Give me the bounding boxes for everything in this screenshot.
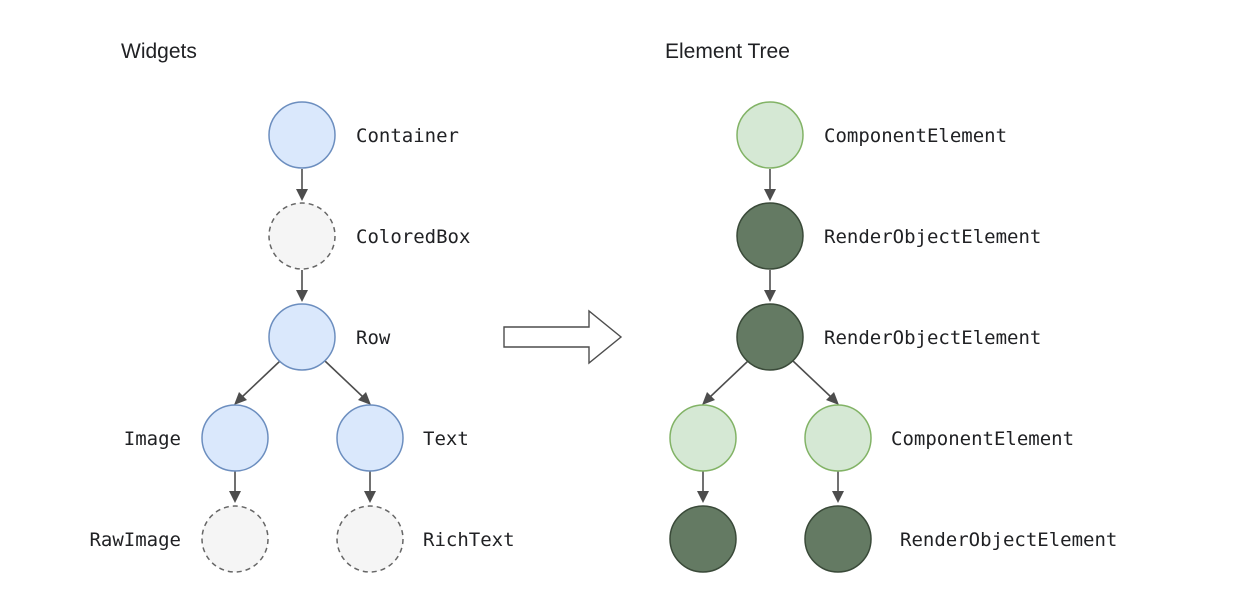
node-render-object-element-4 <box>804 505 872 573</box>
label-render-object-element-2: RenderObjectElement <box>824 327 1041 349</box>
node-component-element-2 <box>669 404 737 472</box>
label-richtext: RichText <box>423 529 515 551</box>
node-component-element-1 <box>736 101 804 169</box>
node-richtext <box>336 505 404 573</box>
arrowhead <box>697 491 709 503</box>
node-text <box>336 404 404 472</box>
transform-arrow <box>503 309 623 365</box>
edge-renderobject2-component3 <box>792 360 832 398</box>
widget-tree-edges <box>229 169 376 503</box>
element-tree-labels: ComponentElement RenderObjectElement Ren… <box>824 125 1117 551</box>
node-component-element-3 <box>804 404 872 472</box>
edge-renderobject2-component2 <box>709 360 749 398</box>
node-render-object-element-1 <box>736 202 804 270</box>
arrowhead <box>229 491 241 503</box>
arrowhead <box>234 392 247 405</box>
arrowhead <box>764 290 776 302</box>
arrowhead <box>764 189 776 201</box>
label-text: Text <box>423 428 469 450</box>
node-render-object-element-3 <box>669 505 737 573</box>
widget-tree-nodes <box>201 101 404 573</box>
arrowhead <box>296 189 308 201</box>
edge-row-text <box>324 360 364 398</box>
label-container: Container <box>356 125 459 147</box>
node-coloredbox <box>268 202 336 270</box>
edge-row-image <box>241 360 281 398</box>
node-image <box>201 404 269 472</box>
label-render-object-element-4: RenderObjectElement <box>900 529 1117 551</box>
arrowhead <box>358 392 371 405</box>
node-container <box>268 101 336 169</box>
arrowhead <box>364 491 376 503</box>
label-component-element-3: ComponentElement <box>891 428 1074 450</box>
arrowhead <box>832 491 844 503</box>
element-tree-nodes <box>669 101 872 573</box>
arrowhead <box>296 290 308 302</box>
label-rawimage: RawImage <box>89 529 181 551</box>
arrowhead <box>826 392 839 405</box>
label-component-element-1: ComponentElement <box>824 125 1007 147</box>
arrowhead <box>702 392 715 405</box>
label-coloredbox: ColoredBox <box>356 226 470 248</box>
widgets-heading: Widgets <box>121 40 197 63</box>
node-render-object-element-2 <box>736 303 804 371</box>
element-tree-edges <box>697 169 844 503</box>
element-tree-heading: Element Tree <box>665 40 790 63</box>
label-image: Image <box>124 428 181 450</box>
label-render-object-element-1: RenderObjectElement <box>824 226 1041 248</box>
node-rawimage <box>201 505 269 573</box>
label-row: Row <box>356 327 391 349</box>
widget-tree-labels: Container ColoredBox Row Image Text RawI… <box>89 125 514 551</box>
node-row <box>268 303 336 371</box>
